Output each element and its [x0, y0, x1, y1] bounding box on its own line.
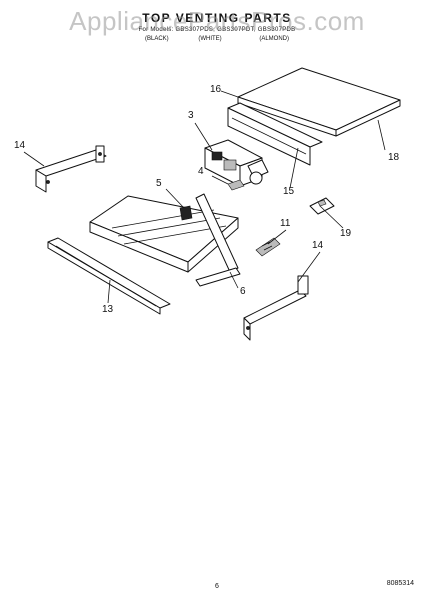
vent-grill [255, 237, 281, 257]
side-bracket-right [243, 275, 309, 341]
callout-15: 15 [283, 186, 295, 197]
callout-19: 19 [340, 228, 352, 239]
front-trim-channel [47, 237, 171, 315]
top-cover-panel [237, 67, 401, 137]
color-white: (WHITE) [198, 36, 222, 42]
callout-4: 4 [198, 166, 204, 177]
callout-leader-lines [23, 90, 386, 304]
mounting-tab [309, 197, 335, 215]
model-numbers: For Models: GBS307PDS, GBS307PDT, GBS307… [138, 27, 296, 33]
watermark: AppliancePartsPros.com [69, 6, 365, 36]
color-black: (BLACK) [144, 36, 169, 42]
callout-18: 18 [388, 152, 400, 163]
callout-11: 11 [280, 218, 291, 229]
vent-duct [89, 195, 239, 273]
small-clip [227, 179, 245, 191]
callout-13: 13 [102, 304, 114, 315]
model-colors: (BLACK) (WHITE) (ALMOND) [0, 36, 434, 42]
callout-3: 3 [188, 110, 194, 121]
blower-assembly [204, 139, 269, 187]
color-almond: (ALMOND) [259, 36, 289, 42]
callout-16: 16 [210, 84, 222, 95]
side-rail [195, 193, 241, 287]
side-bracket-left [35, 145, 107, 193]
document-code: 8085314 [386, 580, 414, 587]
page-number: 6 [215, 583, 219, 590]
callout-6: 6 [240, 286, 246, 297]
angle-bracket [227, 102, 323, 166]
diagram-title: TOP VENTING PARTS [142, 11, 292, 25]
callout-14-right: 14 [312, 240, 324, 251]
callout-14-left: 14 [14, 140, 26, 151]
callout-5: 5 [156, 178, 162, 189]
